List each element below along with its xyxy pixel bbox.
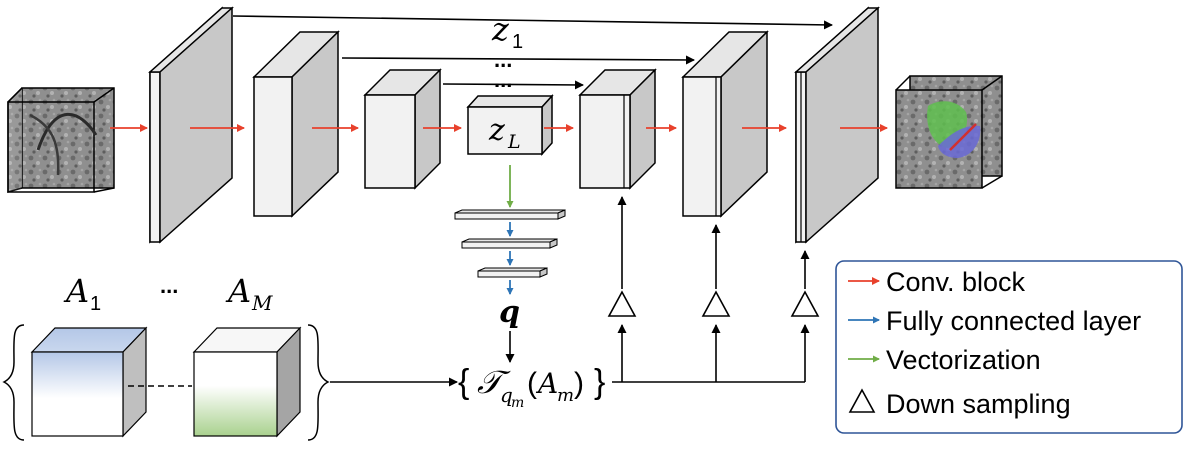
atlas-label-last: A M — [225, 272, 273, 315]
legend-item-downsampling: Down sampling — [848, 388, 1071, 419]
transform-arg-open: ( — [527, 367, 537, 400]
skip-dots-lower: ... — [494, 67, 512, 92]
atlas-label-first-sub: 1 — [90, 293, 101, 315]
transform-close-brace: } — [594, 363, 605, 401]
legend-item-fc: Fully connected layer — [848, 306, 1141, 336]
atlas-right-brace — [307, 324, 330, 441]
bottleneck-block — [466, 94, 554, 156]
skip-label-z1: z 1 — [491, 10, 523, 53]
encoder-block-3 — [363, 68, 442, 190]
vector-q-label: q — [499, 295, 520, 330]
fc-layer-1 — [454, 212, 559, 220]
legend-triangle-icon — [848, 388, 876, 413]
atlas-cube-first — [30, 326, 148, 438]
skip-arrow-z1 — [232, 15, 833, 30]
legend-label-fc: Fully connected layer — [886, 306, 1141, 336]
legend-box — [835, 260, 1183, 434]
atlas-label-ellipsis: ... — [160, 273, 178, 298]
legend-label-downsampling: Down sampling — [886, 389, 1071, 419]
encoder-block-2 — [252, 30, 340, 218]
atlas-label-last-sub: M — [251, 291, 273, 315]
atlas-label-last-base: A — [225, 272, 251, 310]
decoder-block-2 — [681, 30, 769, 218]
transform-arg-close: ) — [574, 367, 584, 400]
output-segmentation-volume — [895, 75, 1003, 189]
fc-layer-2 — [461, 241, 551, 249]
atlas-cube-last — [192, 326, 302, 438]
transform-sub: q — [500, 383, 513, 407]
transform-subsub: m — [511, 395, 524, 411]
fc-layer-3 — [477, 270, 541, 278]
bottleneck-label: z L — [488, 113, 521, 153]
encoder-block-1 — [148, 6, 234, 244]
decoder-block-1 — [578, 68, 657, 190]
downsampling-paths — [607, 196, 820, 383]
bottleneck-label-base: z — [488, 113, 505, 148]
skip-connections — [232, 15, 833, 90]
downsample-triangle — [701, 290, 731, 317]
skip-label-z1-base: z — [491, 10, 510, 48]
atlas-label-first-base: A — [63, 272, 89, 310]
bottleneck-label-sub: L — [507, 131, 521, 153]
decoder-block-3 — [794, 6, 880, 244]
atlas-set: A 1 ... A M — [2, 272, 330, 441]
skip-dots-upper: ... — [494, 47, 512, 72]
transform-arg-base: A — [535, 367, 558, 400]
skip-label-z1-sub: 1 — [512, 31, 523, 53]
transform-expression: { 𝒯 q m ( A m ) } — [458, 363, 605, 411]
legend: Conv. block Fully connected layer Vector… — [835, 260, 1183, 434]
vectorization-path — [454, 165, 566, 295]
legend-label-conv: Conv. block — [886, 267, 1026, 297]
skip-arrow-mid — [341, 55, 695, 65]
downsample-triangle — [607, 290, 637, 317]
input-em-volume — [7, 87, 115, 193]
legend-item-vectorization: Vectorization — [848, 345, 1041, 375]
atlas-left-brace — [2, 324, 25, 441]
transform-open-brace: { — [458, 363, 469, 401]
legend-label-vectorization: Vectorization — [886, 345, 1041, 375]
downsample-triangle — [790, 290, 820, 317]
legend-item-conv: Conv. block — [848, 267, 1026, 297]
atlas-label-first: A 1 — [63, 272, 101, 315]
skip-arrow-inner — [442, 80, 584, 90]
transform-arg-sub: m — [557, 385, 574, 406]
